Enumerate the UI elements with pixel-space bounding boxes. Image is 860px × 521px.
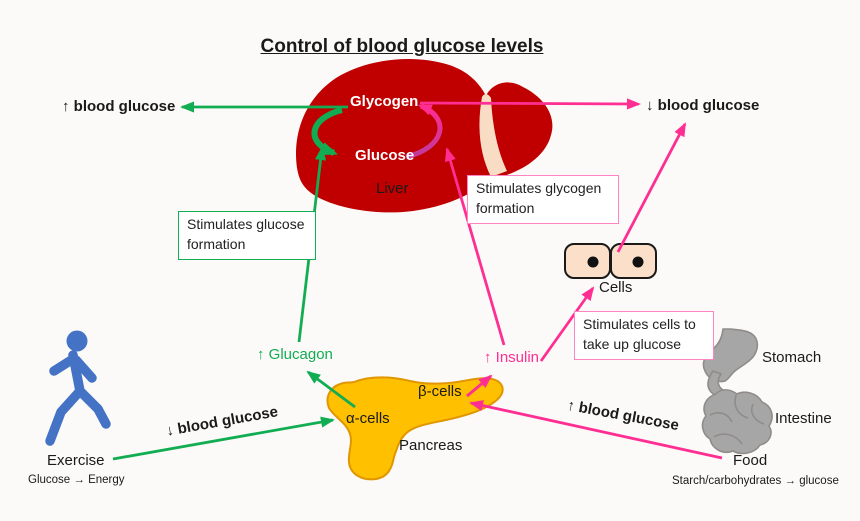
pancreas-label: Pancreas: [399, 437, 463, 454]
exercise-detail-label: Glucose → Energy: [28, 474, 125, 486]
beta-cells-to-insulin-arrow: [466, 374, 493, 398]
glucose-label: Glucose: [355, 147, 415, 164]
insulin-to-liver-arrow: [444, 147, 506, 346]
stimulates-glucose-formation-box: Stimulates glucose formation: [178, 211, 316, 261]
pancreas-shape: [326, 376, 504, 481]
alpha-cells-label: α-cells: [346, 410, 390, 427]
cells-to-lower-glucose-arrow: [616, 122, 687, 253]
liver-label: Liver: [376, 180, 409, 197]
liver-lobe-divider: [479, 94, 507, 177]
runner-icon: [45, 330, 111, 446]
glucagon-label: ↑ Glucagon: [257, 346, 333, 363]
lower-blood-glucose-label: ↓ blood glucose: [646, 97, 760, 114]
stimulates-glycogen-formation-box: Stimulates glycogen formation: [467, 175, 619, 225]
raise-blood-glucose-label: ↑ blood glucose: [62, 98, 176, 115]
exercise-to-alpha-cells-arrow: [112, 416, 335, 461]
page-title: Control of blood glucose levels: [260, 36, 544, 57]
alpha-cells-to-glucagon-arrow: [306, 370, 356, 409]
stomach-label: Stomach: [762, 349, 822, 366]
food-label: Food: [733, 452, 768, 469]
beta-cells-label: β-cells: [418, 383, 462, 400]
insulin-label: ↑ Insulin: [484, 349, 540, 366]
stimulates-cells-uptake-box: Stimulates cells to take up glucose: [574, 311, 714, 361]
food-to-beta-cells-arrow: [469, 400, 723, 460]
stomach-intestine-icon: [701, 328, 773, 455]
exercise-label: Exercise: [47, 452, 105, 469]
glycogen-label: Glycogen: [350, 93, 419, 110]
insulin-to-cells-arrow: [539, 286, 595, 362]
cell-icons: [564, 243, 657, 279]
glycogen-to-lower-glucose-arrow: [419, 98, 641, 110]
glucose-to-glycogen-arrow: [405, 103, 443, 160]
food-detail-label: Starch/carbohydrates → glucose: [672, 475, 839, 487]
cells-label: Cells: [599, 279, 633, 296]
intestine-label: Intestine: [775, 410, 832, 427]
